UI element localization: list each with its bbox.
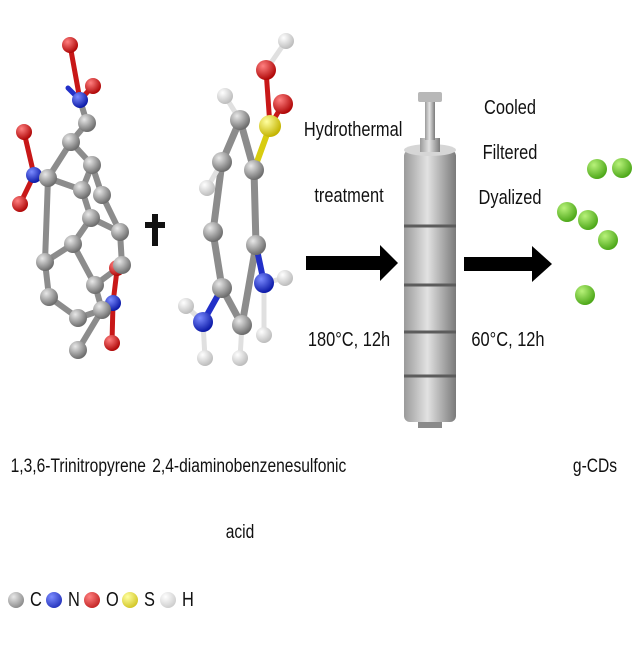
- step1-temperature-time: 180°C, 12h: [307, 329, 391, 351]
- carbon-dot: [587, 159, 607, 179]
- step1-condition-line2: treatment: [314, 185, 384, 207]
- legend-carbon-ball-icon: [8, 592, 24, 608]
- legend-sulfur-ball-icon: [122, 592, 138, 608]
- carbon-dot: [557, 202, 577, 222]
- carbon-dot: [598, 230, 618, 250]
- legend-symbol: S: [144, 589, 155, 611]
- legend-nitrogen-ball-icon: [46, 592, 62, 608]
- step2-condition-line3: Dyalized: [478, 187, 542, 209]
- trinitropyrene-molecule: [12, 37, 131, 359]
- product-name: g-CDs: [572, 456, 618, 477]
- atom-legend: C N O S H: [8, 588, 248, 618]
- reactant1-name: 1,3,6-Trinitropyrene: [10, 456, 146, 477]
- legend-symbol: H: [182, 589, 194, 611]
- step2-condition-line2: Filtered: [482, 142, 538, 164]
- legend-symbol: O: [106, 589, 119, 611]
- legend-hydrogen-ball-icon: [160, 592, 176, 608]
- arrow-hydrothermal: [306, 245, 398, 281]
- legend-oxygen-ball-icon: [84, 592, 100, 608]
- legend-symbol: N: [68, 589, 80, 611]
- reactant2-name-line1: 2,4-diaminobenzenesulfonic: [152, 456, 347, 477]
- carbon-dot: [578, 210, 598, 230]
- carbon-dot: [612, 158, 632, 178]
- step2-condition-line1: Cooled: [484, 97, 536, 119]
- g-cds-dots: [557, 158, 632, 305]
- step2-temperature-time: 60°C, 12h: [471, 329, 545, 351]
- arrow-purification: [464, 246, 552, 282]
- plus-text: +: [146, 210, 147, 211]
- step1-condition-line1: Hydrothermal: [303, 119, 403, 141]
- diaminobenzenesulfonic-acid-molecule: [178, 33, 294, 366]
- legend-symbol: C: [30, 589, 42, 611]
- reactant2-name-line2: acid: [225, 522, 255, 543]
- autoclave-reactor-icon: [404, 92, 456, 428]
- carbon-dot: [575, 285, 595, 305]
- plus-sign: [145, 214, 165, 246]
